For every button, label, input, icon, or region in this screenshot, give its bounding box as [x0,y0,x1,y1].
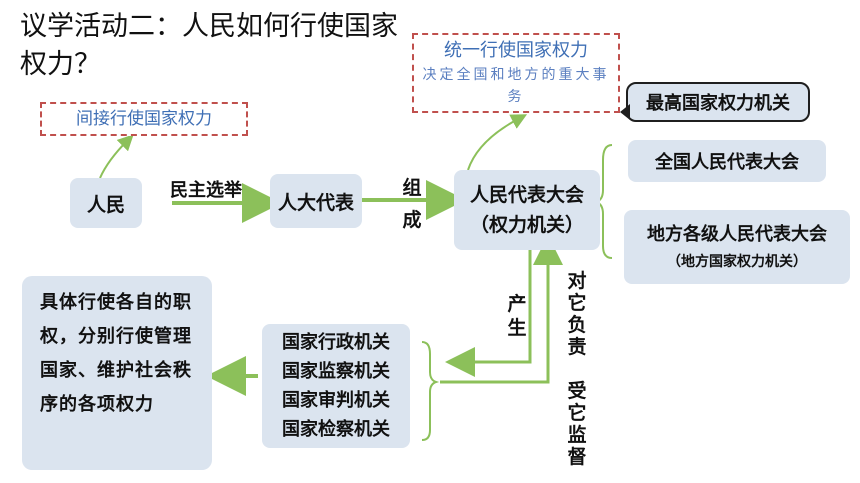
page-title: 议学活动二：人民如何行使国家权力？ [20,11,398,80]
compose-label: 组成 [402,177,422,231]
supervised-label: 受它监督 [567,380,587,468]
responsible-label: 对它负责 [567,270,587,358]
congress-node: 人民代表大会 （权力机关） [454,170,600,250]
deputies-label: 人大代表 [277,191,354,214]
organ-procuratorial: 国家检察机关 [282,419,390,440]
local-congress-subtitle: （地方国家权力机关） [667,254,807,270]
local-congress-label: 地方各级人民代表大会 [647,224,827,245]
highest-organ-callout: 最高国家权力机关 [626,82,810,122]
congress-label: 人民代表大会 [469,184,584,206]
produce-label: 产生 [507,293,527,339]
npc-node: 全国人民代表大会 [628,140,826,182]
unified-power-box: 统一行使国家权力 决定全国和地方的重大事务 [412,33,620,113]
organ-supervisory: 国家监察机关 [282,361,390,382]
organ-administrative: 国家行政机关 [282,332,390,353]
npc-label: 全国人民代表大会 [655,152,799,173]
organ-judicial: 国家审判机关 [282,390,390,411]
arrow-produce [445,240,532,377]
deputies-node: 人大代表 [270,174,362,228]
duties-node: 具体行使各自的职权，分别行使管理国家、维护社会秩序的各项权力 [22,276,212,470]
people-label: 人民 [86,193,125,216]
bracket-organs [421,341,440,441]
democratic-election-label: 民主选举 [170,180,242,201]
people-node: 人民 [70,178,142,228]
unified-power-title: 统一行使国家权力 [444,40,588,61]
unified-power-desc: 决定全国和地方的重大事务 [422,67,610,105]
local-congress-node: 地方各级人民代表大会 （地方国家权力机关） [624,210,850,284]
arrow-congress-to-unified [467,114,528,171]
arrow-people-to-indirect [99,134,134,179]
duties-text: 具体行使各自的职权，分别行使管理国家、维护社会秩序的各项权力 [40,292,192,415]
indirect-power-box: 间接行使国家权力 [40,102,248,136]
arrow-responsible [440,235,563,384]
highest-organ-label: 最高国家权力机关 [646,93,790,114]
congress-subtitle: （权力机关） [469,214,584,236]
indirect-power-label: 间接行使国家权力 [76,109,212,129]
state-organs-node: 国家行政机关 国家监察机关 国家审判机关 国家检察机关 [262,324,410,448]
callout-pointer [620,104,630,120]
